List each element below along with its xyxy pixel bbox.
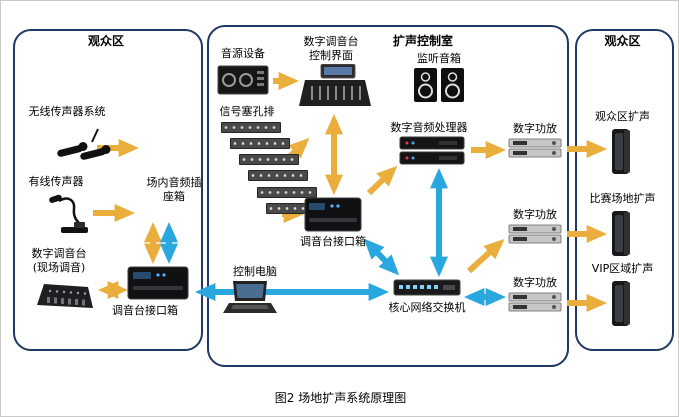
monitor-speakers-icon — [414, 68, 464, 102]
amp3-icon — [508, 292, 562, 312]
mixer-surface-label: 数字调音台 控制界面 — [303, 35, 359, 62]
wireless-mic-label: 无线传声器系统 — [28, 105, 106, 118]
patch-strip-icon — [221, 122, 281, 133]
interface-box-left-icon — [127, 266, 189, 300]
arrow-switch-to-amp2 — [466, 238, 505, 274]
patch-strip-icon — [257, 187, 317, 198]
floor-socket-box-label: 场内音频插 座箱 — [146, 176, 202, 203]
amp2-icon — [508, 224, 562, 244]
monitor-speakers-label: 监听音箱 — [417, 52, 461, 65]
interface-box-mid-icon — [304, 197, 362, 232]
interface-box-mid-label: 调音台接口箱 — [300, 235, 366, 248]
zone1-label: 观众区扩声 — [595, 110, 650, 123]
control-computer-label: 控制电脑 — [233, 265, 277, 278]
zone2-label: 比赛场地扩声 — [589, 192, 656, 205]
zone3-label: VIP区域扩声 — [591, 262, 654, 275]
patch-strip-icon — [230, 138, 290, 149]
control-room-title: 扩声控制室 — [392, 34, 453, 48]
zone3-speaker-icon — [612, 281, 630, 326]
amp2-label: 数字功放 — [513, 208, 557, 221]
live-mixer-icon — [37, 284, 93, 308]
amp1-label: 数字功放 — [513, 122, 557, 135]
patch-strip-icon — [248, 170, 308, 181]
core-switch-label: 核心网络交换机 — [388, 301, 466, 314]
interface-box-left-label: 调音台接口箱 — [112, 304, 178, 317]
control-computer-icon — [223, 281, 277, 313]
audio-processor-label: 数字音频处理器 — [390, 121, 468, 134]
arrow-ifbox-to-processor — [366, 165, 398, 196]
region-audience-right — [575, 29, 674, 351]
core-switch-icon — [393, 279, 461, 296]
zone2-speaker-icon — [612, 211, 630, 256]
figure-caption: 图2 场地扩声系统原理图 — [274, 391, 407, 405]
audio-processor-icon — [399, 136, 465, 165]
patch-panel-label: 信号塞孔排 — [219, 105, 275, 118]
region-right-title: 观众区 — [604, 34, 641, 48]
wired-mic-icon — [49, 194, 88, 233]
region-left-title: 观众区 — [87, 34, 124, 48]
arrow-switch-ifbox — [363, 238, 400, 276]
amp1-icon — [508, 138, 562, 158]
live-mixer-label: 数字调音台 (现场调音) — [31, 247, 87, 274]
source-device-icon — [217, 65, 269, 95]
mixer-surface-icon — [299, 64, 371, 106]
wireless-mic-icon — [57, 128, 111, 160]
wired-mic-label: 有线传声器 — [28, 175, 84, 188]
amp3-label: 数字功放 — [513, 276, 557, 289]
zone1-speaker-icon — [612, 129, 630, 174]
source-device-label: 音源设备 — [221, 47, 265, 60]
patch-strip-icon — [239, 154, 299, 165]
